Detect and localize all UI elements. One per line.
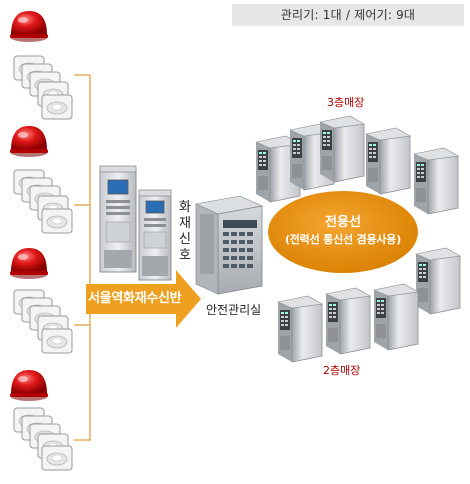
floor-label-3: 3층매장 xyxy=(327,96,365,109)
floor-label-2: 2층매장 xyxy=(323,364,361,377)
smoke-detector-icon xyxy=(13,407,73,471)
dedicated-line-ellipse xyxy=(268,191,418,273)
control-room-label: 안전관리실 xyxy=(206,303,262,317)
smoke-detector-icon xyxy=(13,289,73,354)
dedicated-line-subtitle: (전력선 통신선 겸용사용) xyxy=(284,233,402,246)
device-group-3 xyxy=(10,248,73,354)
dedicated-line-title: 전용선 xyxy=(325,215,361,230)
device-group-4 xyxy=(10,370,73,471)
red-alarm-bell-icon xyxy=(10,126,48,157)
red-alarm-bell-icon xyxy=(10,370,48,401)
receiver-label: 서울역화재수신반 xyxy=(88,291,182,306)
red-alarm-bell-icon xyxy=(10,248,48,279)
fire-signal-char: 재 xyxy=(179,216,191,231)
device-bracket-line xyxy=(74,74,100,441)
fire-signal-label: 화 재 신 호 xyxy=(177,200,193,264)
device-group-1 xyxy=(10,11,73,120)
management-unit-icon xyxy=(195,195,263,295)
fire-receiver-cabinet-icon xyxy=(99,165,172,281)
red-alarm-bell-icon xyxy=(10,11,48,42)
summary-label: 관리기: 1대 / 제어기: 9대 xyxy=(232,4,464,26)
smoke-detector-icon xyxy=(13,55,73,120)
smoke-detector-icon xyxy=(13,169,73,234)
signal-arrow xyxy=(86,270,201,328)
device-group-2 xyxy=(10,126,73,234)
fire-signal-char: 신 xyxy=(179,232,191,247)
fire-signal-char: 화 xyxy=(179,200,191,215)
fire-signal-char: 호 xyxy=(179,248,191,263)
